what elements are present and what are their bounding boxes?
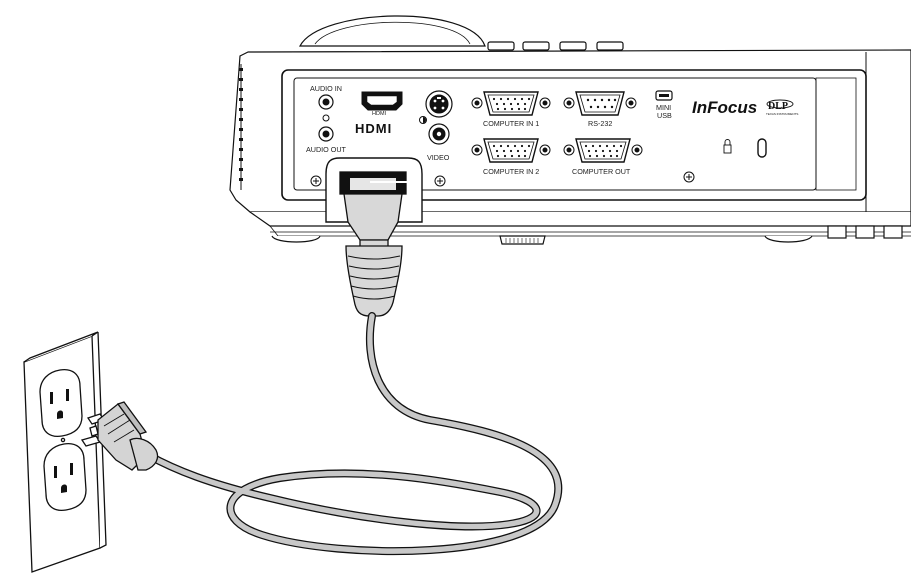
power-cord xyxy=(144,312,563,556)
kensington-lock-icon xyxy=(723,139,732,154)
s-video-port xyxy=(425,90,453,118)
usb-label: USB xyxy=(657,111,672,120)
mini-usb-port xyxy=(655,90,673,101)
infocus-logo: InFocus xyxy=(692,98,757,117)
audio-indicator xyxy=(322,114,330,122)
computer-in-2-port xyxy=(471,138,551,163)
hdmi-port-label: HDMI xyxy=(372,111,387,117)
rs232-label: RS-232 xyxy=(588,119,612,128)
dlp-logo: DLP TEXAS INSTRUMENTS xyxy=(766,99,798,116)
power-cord-connector xyxy=(339,171,410,317)
computer-in-2-label: COMPUTER IN 2 xyxy=(483,167,539,176)
mini-label: MINI xyxy=(656,103,671,112)
audio-in-port xyxy=(318,94,334,110)
video-label: VIDEO xyxy=(427,153,450,162)
audio-in-label: AUDIO IN xyxy=(310,84,342,93)
wall-outlet xyxy=(23,331,107,573)
wall-plug xyxy=(80,401,159,471)
computer-out-label: COMPUTER OUT xyxy=(572,167,631,176)
rs232-port xyxy=(563,91,637,116)
computer-in-1-port xyxy=(471,91,551,116)
audio-out-label: AUDIO OUT xyxy=(306,145,347,154)
audio-out-port xyxy=(318,126,334,142)
computer-in-1-label: COMPUTER IN 1 xyxy=(483,119,539,128)
kensington-slot xyxy=(757,138,767,158)
dlp-logo-maker: TEXAS INSTRUMENTS xyxy=(766,112,798,116)
computer-out-port xyxy=(563,138,643,163)
hdmi-logo: HDMI xyxy=(355,121,392,136)
composite-video-port xyxy=(428,123,450,145)
dlp-logo-text: DLP xyxy=(768,101,788,112)
hdmi-port xyxy=(361,91,403,111)
panel-screws xyxy=(310,171,695,187)
